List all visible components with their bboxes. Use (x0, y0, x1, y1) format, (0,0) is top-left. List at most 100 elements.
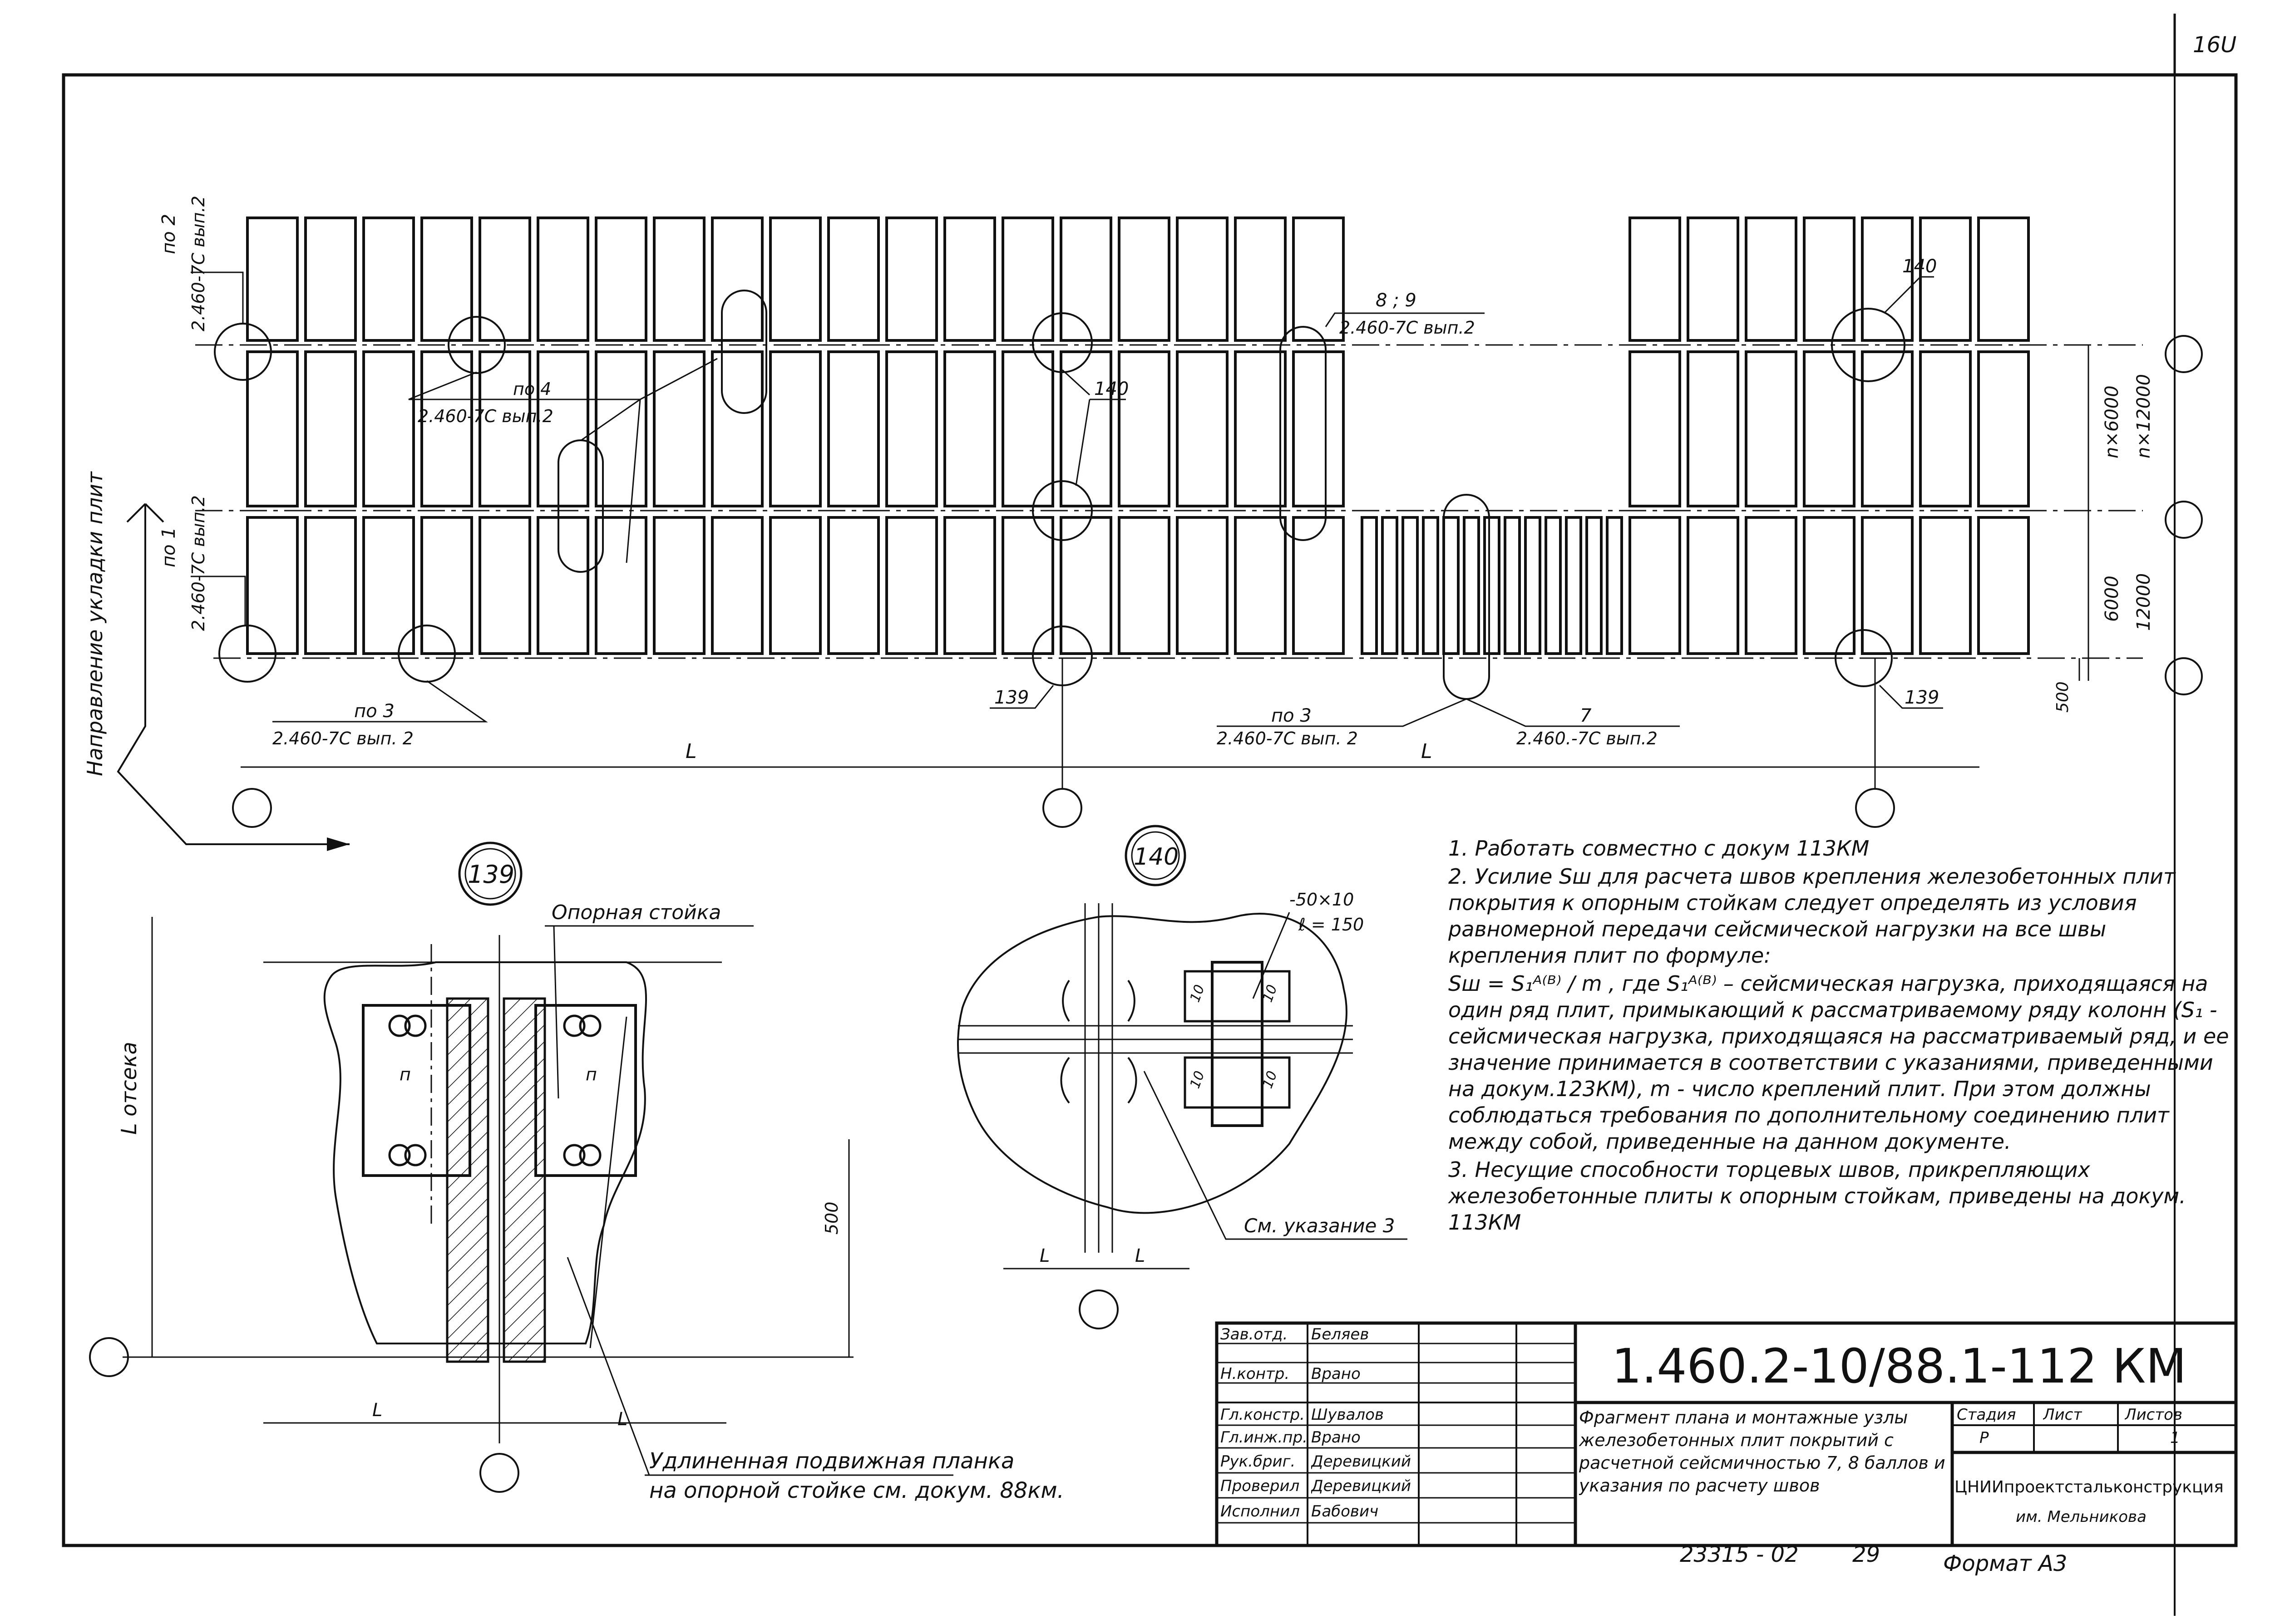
slab (1176, 217, 1229, 342)
role-3: Гл.инж.пр. (1220, 1428, 1308, 1447)
slab (479, 217, 531, 342)
slab (1628, 516, 1681, 655)
slab (711, 516, 764, 655)
slab (1687, 217, 1739, 342)
inventory-number: 23315 - 02 (1680, 1542, 1799, 1567)
slab-grid (246, 217, 2030, 655)
slab (885, 217, 938, 342)
detail-139: 139 п п Опорная стойка L отсека 500 L L … (89, 842, 1064, 1503)
slab (1002, 217, 1054, 342)
detail-139-L-right: L (617, 1409, 627, 1430)
slab (1002, 516, 1054, 655)
callout-po4-ref: 2.460-7С вып.2 (418, 406, 553, 426)
role-1: Н.контр. (1220, 1365, 1290, 1383)
slab (1803, 516, 1855, 655)
slab (1745, 350, 1797, 507)
slab (1483, 516, 1500, 655)
plate-leader (1252, 912, 1290, 999)
slab (1861, 350, 1914, 507)
slab (1118, 350, 1170, 507)
inventory-page: 29 (1852, 1542, 1880, 1567)
slab (1606, 516, 1623, 655)
note-3: 3. Несущие способности торцевых швов, пр… (1448, 1157, 2186, 1235)
direction-label: Направление укладки плит (83, 471, 107, 776)
slab (1234, 350, 1287, 507)
plate-size-1: -50×10 (1289, 890, 1354, 910)
note-1: 1. Работать совместно с докум 113КМ (1448, 836, 1870, 861)
doc-code: 1.460.2-10/88.1-112 КМ (1612, 1339, 2187, 1393)
slab (1565, 516, 1582, 655)
slab (1176, 350, 1229, 507)
callout-po2: по 2 (158, 214, 179, 254)
dim-500: 500 (2053, 681, 2072, 713)
callout-po3-mid-ref: 2.460-7С вып. 2 (1217, 728, 1358, 748)
slab (420, 217, 473, 342)
slab (885, 350, 938, 507)
slab (827, 516, 880, 655)
detail-140-bubble (1125, 825, 1186, 886)
detail-139-bubble-inner (464, 848, 516, 900)
slab (1292, 516, 1345, 655)
slab (943, 350, 996, 507)
slab (711, 350, 764, 507)
sheet-description: Фрагмент плана и монтажные узлы железобе… (1579, 1407, 1945, 1496)
detail-140-L-left: L (1040, 1245, 1050, 1266)
dim-500-detail: 500 (822, 1201, 842, 1235)
slab (1803, 350, 1855, 507)
slab (420, 350, 473, 507)
dim-L-right: L (1421, 740, 1432, 763)
organization: ЦНИИпроектстальконструкция (1954, 1478, 2224, 1496)
slab (1234, 217, 1287, 342)
slab (653, 217, 706, 342)
slab (420, 516, 473, 655)
slab (1628, 350, 1681, 507)
callout-po3-left: по 3 (354, 701, 395, 722)
detail-140-outline (957, 913, 1347, 1214)
plan-fragment: n×6000 n×12000 6000 12000 500 L L Направ… (83, 196, 2203, 851)
detail-139-bubble (458, 842, 523, 906)
slab (1687, 516, 1739, 655)
sheets-value: 1 (2170, 1429, 2180, 1447)
dim-6000: 6000 (2102, 576, 2122, 622)
axis-bubble (2165, 501, 2203, 539)
slab (1919, 217, 1972, 342)
detail-139-number: 139 (468, 860, 514, 889)
dim-L-left: L (686, 740, 697, 763)
callout-po1: по 1 (158, 527, 179, 567)
slab (943, 516, 996, 655)
name-2: Шувалов (1311, 1406, 1384, 1424)
slab (1803, 217, 1855, 342)
slab (653, 350, 706, 507)
slab (537, 217, 589, 342)
slab-end-top (1184, 970, 1291, 1023)
slab (885, 516, 938, 655)
drawing-frame (62, 73, 2238, 1547)
detail-140-L-right: L (1135, 1245, 1145, 1266)
slab (595, 516, 647, 655)
callout-circles (214, 290, 1905, 700)
callout-140-top: 140 (1902, 256, 1937, 277)
slab (1381, 516, 1398, 655)
detail-140-number: 140 (1134, 843, 1179, 871)
axis-bubble (1079, 1289, 1119, 1329)
slab-joints (958, 903, 1353, 1253)
name-3: Врано (1311, 1428, 1361, 1447)
slab (304, 350, 357, 507)
detail-139-outline (323, 961, 647, 1344)
see-note: См. указание 3 (1244, 1215, 1395, 1237)
callout-7-ref: 2.460.-7С вып.2 (1516, 728, 1658, 748)
sheets-header: Листов (2125, 1406, 2183, 1424)
slab (1002, 350, 1054, 507)
slab (246, 350, 299, 507)
name-0: Беляев (1311, 1325, 1369, 1343)
slab (1292, 350, 1345, 507)
slab (1118, 516, 1170, 655)
role-2: Гл.констр. (1220, 1406, 1305, 1424)
sheet-number: 16U (2193, 32, 2236, 58)
axis-bubble (1855, 788, 1895, 828)
axis-bubble (2165, 335, 2203, 373)
slab (537, 516, 589, 655)
slab (362, 350, 415, 507)
general-notes: 1. Работать совместно с докум 113КМ 2. У… (1448, 835, 2229, 1237)
n-right: п (586, 1064, 597, 1084)
